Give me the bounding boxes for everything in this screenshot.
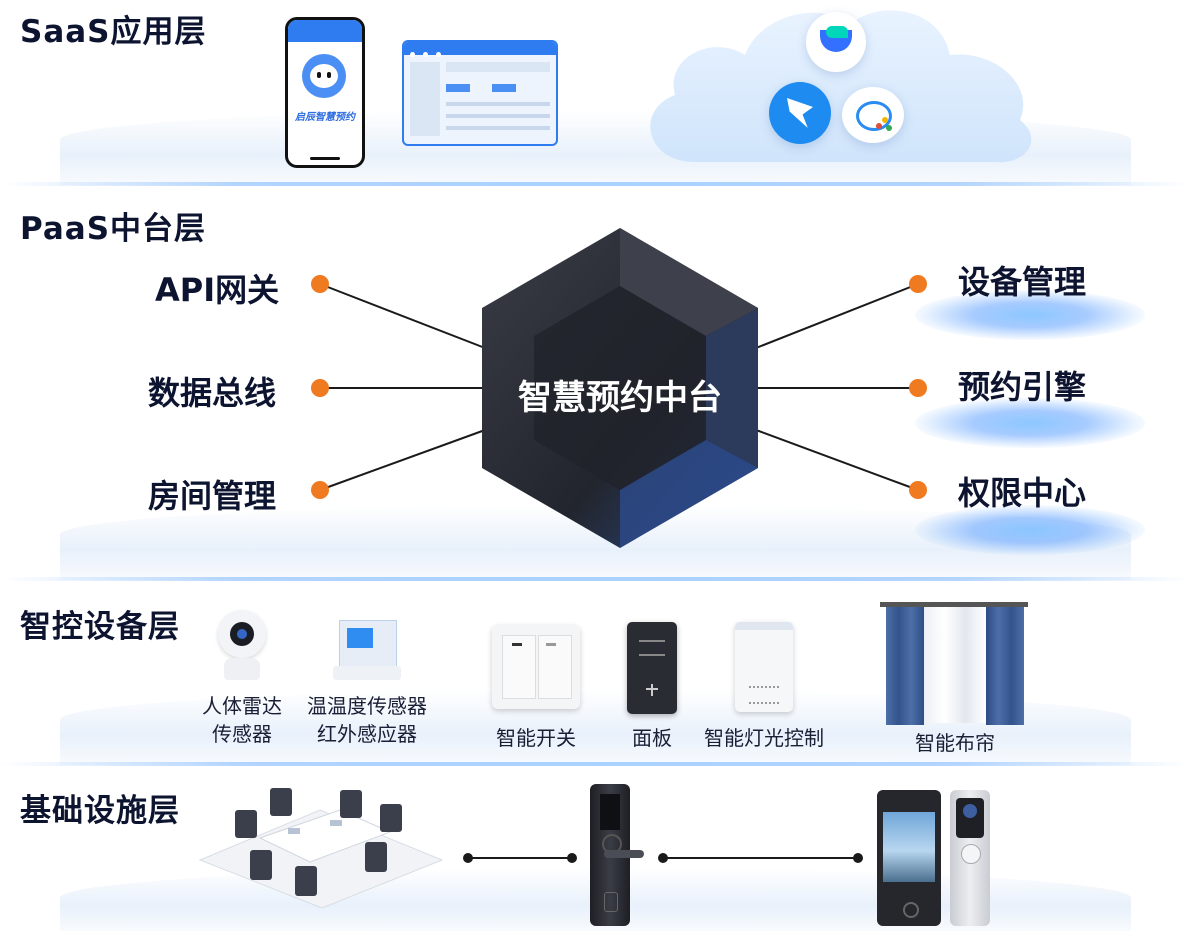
- paas-right-label-1: 设备管理: [958, 263, 1087, 301]
- paas-left-dot-1: [311, 275, 329, 293]
- device-label-radar-line2: 传感器: [212, 722, 272, 746]
- browser-chip: [492, 84, 516, 92]
- radar-sensor-device: [216, 610, 268, 680]
- paas-right-label-3: 权限中心: [958, 474, 1087, 512]
- browser-row: [446, 114, 550, 118]
- paas-right-dot-2: [909, 379, 927, 397]
- saas-divider: [0, 182, 1191, 186]
- browser-row: [446, 102, 550, 106]
- browser-row: [446, 126, 550, 130]
- glow-ring-3: [915, 505, 1145, 555]
- hub-hexagon: [482, 228, 758, 548]
- lark-app-icon: [806, 12, 866, 72]
- device-label-temp-line2: 红外感应器: [317, 722, 417, 746]
- paas-right-dot-1: [909, 275, 927, 293]
- glow-ring-2: [915, 398, 1145, 448]
- device-divider: [0, 762, 1191, 766]
- mobile-app-mockup: 启辰智慧预约: [285, 17, 365, 168]
- control-panel-device: [627, 622, 677, 714]
- device-label-panel: 面板: [632, 726, 672, 750]
- hub-connectors: [319, 283, 919, 491]
- paas-divider: [0, 577, 1191, 581]
- wecom-app-icon: [842, 87, 904, 143]
- paas-left-label-2: 数据总线: [148, 374, 277, 412]
- browser-bar: [446, 62, 550, 72]
- cloud-shape: [650, 10, 1032, 163]
- phone-app-header: [288, 20, 362, 42]
- browser-titlebar: [404, 42, 556, 57]
- infra-layer-title: 基础设施层: [20, 793, 180, 829]
- hub-title: 智慧预约中台: [518, 378, 722, 418]
- paas-left-label-3: 房间管理: [148, 477, 277, 515]
- meeting-room-illustration: [198, 788, 444, 908]
- door-intercom-device: [950, 790, 990, 926]
- device-label-light: 智能灯光控制: [704, 726, 824, 750]
- device-label-switch: 智能开关: [496, 726, 576, 750]
- paas-right-label-2: 预约引擎: [958, 368, 1087, 406]
- device-label-radar-line1: 人体雷达: [202, 694, 282, 718]
- infra-connectors: [463, 853, 863, 863]
- phone-app-name: 启辰智慧预约: [295, 112, 355, 123]
- device-label-temp: 温温度传感器 红外感应器: [303, 692, 431, 748]
- browser-sidebar: [410, 62, 440, 136]
- device-layer-title: 智控设备层: [20, 609, 180, 645]
- device-label-curtain: 智能布帘: [915, 731, 995, 755]
- paas-left-dot-2: [311, 379, 329, 397]
- web-app-mockup: [402, 40, 558, 146]
- phone-home-bar: [310, 157, 340, 160]
- paas-layer-title: PaaS中台层: [20, 211, 207, 247]
- temperature-sensor-device: [333, 620, 403, 682]
- smart-curtain-device: [880, 602, 1028, 726]
- browser-chip: [446, 84, 470, 92]
- device-label-temp-line1: 温温度传感器: [307, 694, 427, 718]
- paas-left-dot-3: [311, 481, 329, 499]
- face-recognition-terminal: [877, 790, 941, 926]
- dingtalk-app-icon: [769, 82, 831, 144]
- paas-right-dot-3: [909, 481, 927, 499]
- paas-left-label-1: API网关: [155, 271, 280, 309]
- smart-lock-device: [590, 784, 644, 926]
- light-control-device: [735, 622, 793, 712]
- robot-mascot-icon: [302, 54, 346, 98]
- device-label-radar: 人体雷达 传感器: [196, 692, 288, 748]
- saas-layer-title: SaaS应用层: [20, 14, 207, 50]
- glow-ring-1: [915, 290, 1145, 340]
- smart-switch-device: [492, 625, 580, 709]
